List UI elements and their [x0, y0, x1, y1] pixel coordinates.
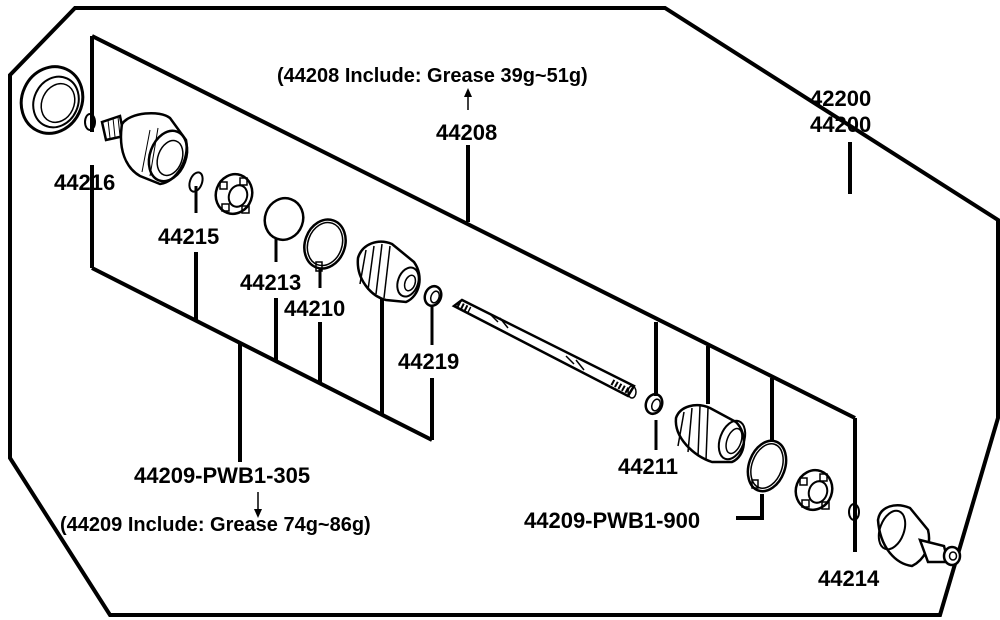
inner-boot-part	[356, 240, 421, 304]
lower-grease-note: (44209 Include: Grease 74g~86g)	[60, 514, 371, 536]
outer-boot-part	[674, 404, 747, 464]
snap-ring-44215-part	[188, 171, 204, 193]
label-44216: 44216	[54, 170, 115, 195]
label-44211: 44211	[618, 454, 678, 479]
leader-frame-lower-diagonal	[91, 266, 433, 442]
leader-upper-note-arrowhead	[464, 88, 472, 97]
ring-44211-part	[644, 392, 664, 416]
circlip-44216-part	[84, 113, 96, 131]
drive-shaft-part	[451, 298, 637, 399]
outer-cv-joint-part	[876, 504, 962, 568]
boot-band-44210-part	[303, 218, 347, 272]
label-44213: 44213	[240, 270, 301, 295]
assembly-number-42200: 42200	[810, 86, 871, 111]
oil-seal-part	[19, 65, 85, 135]
tripod-bearing-part	[214, 172, 254, 216]
circlip-44214-part	[848, 503, 860, 521]
ring-44219-part	[423, 284, 443, 308]
diagram-frame	[8, 6, 1000, 617]
outer-bearing-cage-part	[794, 468, 834, 512]
label-44215: 44215	[158, 224, 219, 249]
label-44209-pwb1-305: 44209-PWB1-305	[134, 463, 310, 488]
leader-44209-900	[736, 494, 764, 520]
label-44208: 44208	[436, 120, 497, 145]
label-44214: 44214	[818, 566, 880, 591]
assembly-number-44200: 44200	[810, 112, 871, 137]
upper-grease-note: (44208 Include: Grease 39g~51g)	[277, 65, 588, 87]
outer-boot-band-part	[746, 439, 788, 493]
boot-band-44213-part	[263, 196, 305, 242]
leader-frame-upper-diagonal	[91, 34, 856, 420]
leader-lower-note-arrowhead	[254, 509, 262, 518]
label-44210: 44210	[284, 296, 345, 321]
label-44209-pwb1-900: 44209-PWB1-900	[524, 508, 700, 533]
inner-joint-housing-part	[100, 111, 189, 186]
label-44219: 44219	[398, 349, 459, 374]
